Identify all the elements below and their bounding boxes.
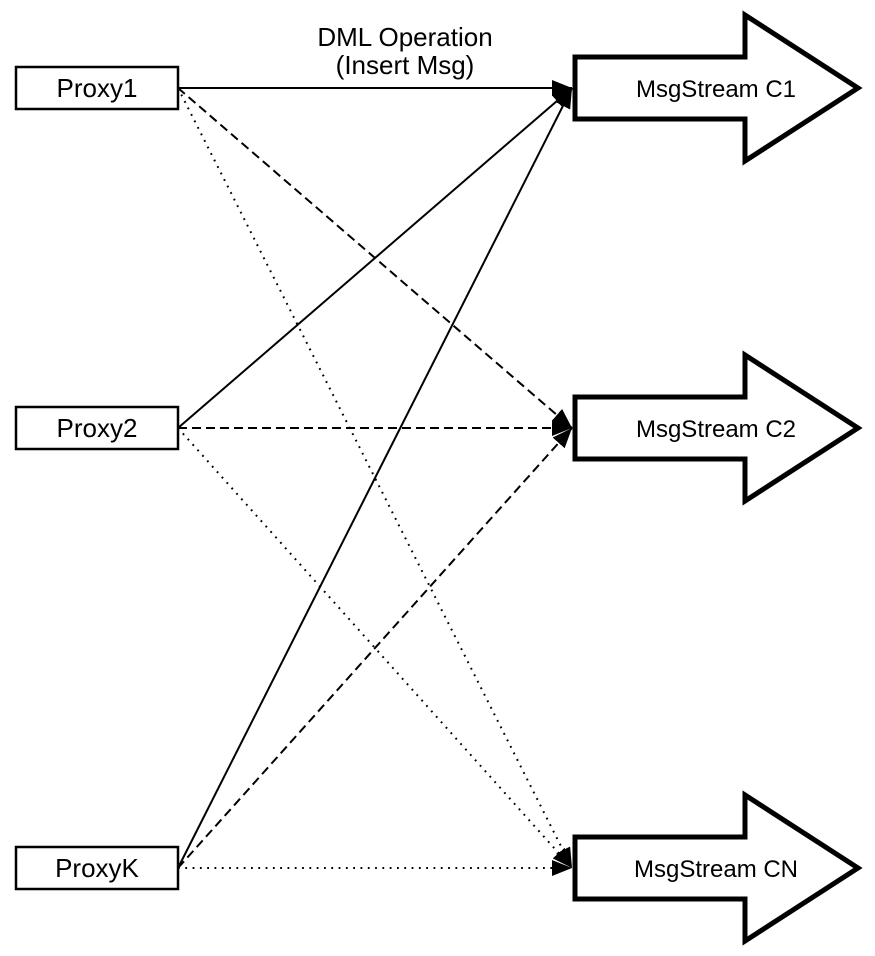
msgstream-c1-label: MsgStream C1 — [636, 76, 796, 103]
diagram-title-line2: (Insert Msg) — [336, 50, 475, 80]
edges-layer — [177, 80, 573, 876]
node-proxy1: Proxy1 — [14, 65, 180, 111]
msgstream-cn-arrow-shape — [572, 790, 863, 946]
proxy1-label: Proxy1 — [57, 73, 138, 103]
edge-proxyk-to-c2 — [177, 427, 573, 869]
diagram-title-line1: DML Operation — [317, 22, 492, 52]
edge-proxyk-to-c1 — [177, 87, 573, 869]
msgstream-cn-label: MsgStream CN — [634, 856, 798, 883]
node-msgstream-c2: MsgStream C2 — [572, 350, 863, 506]
proxy1-box — [14, 65, 180, 111]
node-msgstream-cn: MsgStream CN — [572, 790, 863, 946]
node-proxy2: Proxy2 — [14, 405, 180, 451]
msgstream-c1-arrow-shape — [572, 10, 863, 166]
edge-proxy1-to-c2 — [177, 87, 573, 429]
msgstream-c2-label: MsgStream C2 — [636, 416, 796, 443]
msgstream-c2-arrow-shape — [572, 350, 863, 506]
node-proxyk: ProxyK — [14, 845, 180, 891]
proxy2-box — [14, 405, 180, 451]
proxy2-label: Proxy2 — [57, 413, 138, 443]
node-msgstream-c1: MsgStream C1 — [572, 10, 863, 166]
proxyk-label: ProxyK — [55, 853, 139, 883]
proxyk-box — [14, 845, 180, 891]
